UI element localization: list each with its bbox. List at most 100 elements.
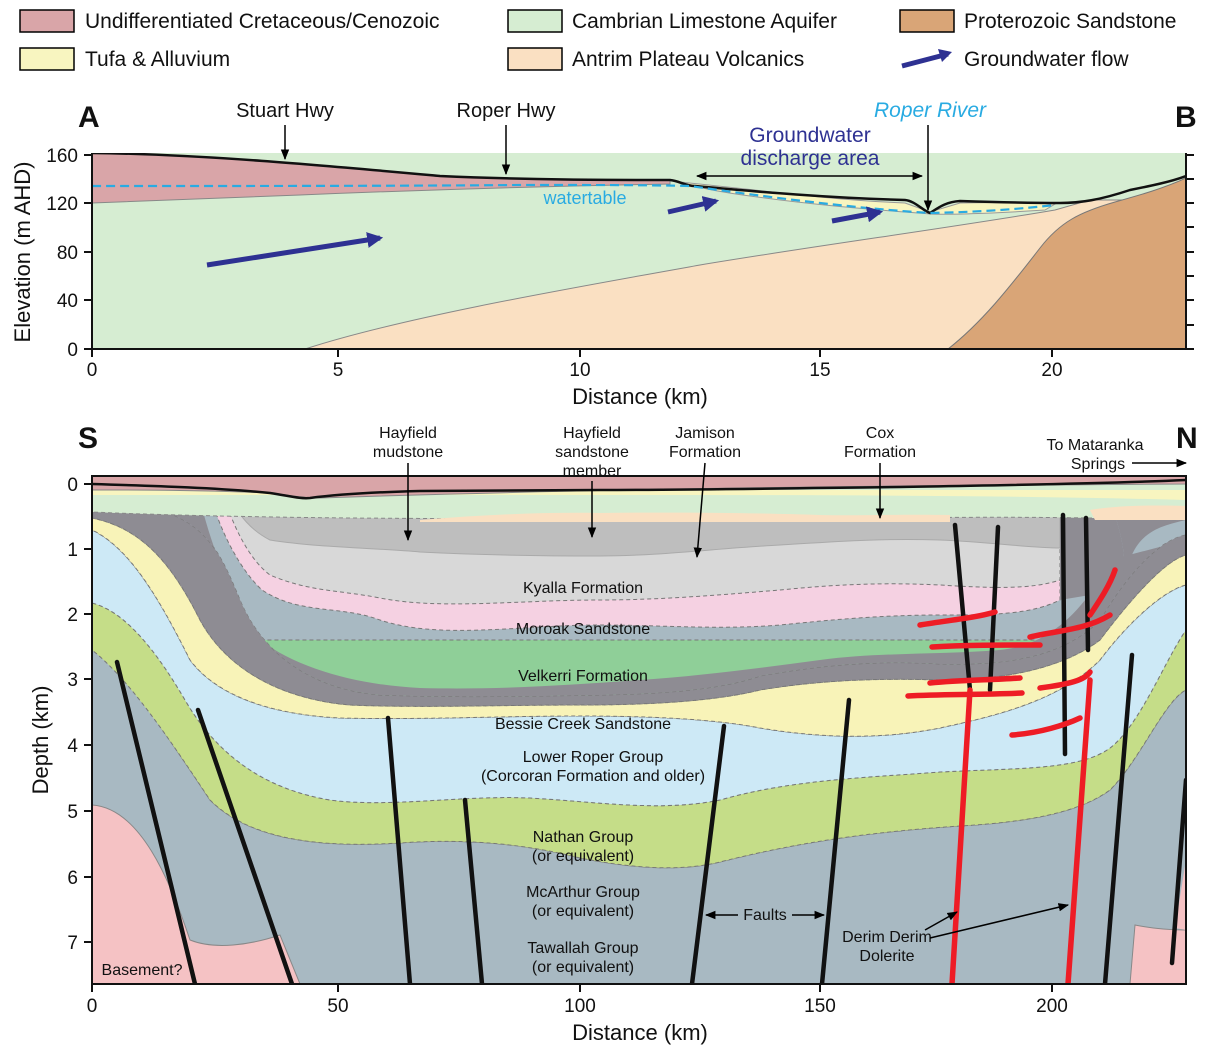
legend-label: Cambrian Limestone Aquifer (572, 10, 837, 33)
legend-swatch (899, 9, 955, 33)
velkerri-formation-layer (1110, 500, 1186, 590)
discharge-area-label: discharge area (741, 147, 880, 170)
basement-layer (1129, 924, 1186, 984)
legend: Undifferentiated Cretaceous/Cenozoic Cam… (19, 9, 1176, 71)
fault-line (689, 723, 727, 984)
dolerite-label: Derim Derim (842, 929, 932, 946)
xtick-label: 0 (87, 360, 98, 381)
tawallah-label: Tawallah Group (527, 940, 638, 957)
panel-a: 0 40 80 120 160 0 5 10 15 20 Distance (k… (10, 99, 1197, 409)
xtick-label: 20 (1041, 360, 1062, 381)
panel-b-geology (92, 476, 1186, 984)
dolerite-sill (929, 642, 1043, 650)
velkerri-formation-layer (92, 500, 1186, 697)
groundwater-flow-arrow (667, 196, 720, 215)
roper-river-label: Roper River (874, 99, 987, 122)
xtick-label: 200 (1036, 996, 1068, 1017)
ytick-label: 4 (67, 736, 78, 757)
legend-item-tufa: Tufa & Alluvium (19, 47, 230, 71)
hayfield-sandstone-label: sandstone (555, 444, 629, 461)
kyalla-label: Kyalla Formation (523, 580, 643, 597)
fault-line (1083, 515, 1091, 653)
xtick-label: 100 (564, 996, 596, 1017)
fault-line (1060, 512, 1068, 757)
panel-b-left-letter: S (78, 422, 98, 455)
roper-hwy-label: Roper Hwy (457, 100, 556, 122)
panel-b: 0 1 2 3 4 5 6 7 0 50 100 150 200 Distanc… (28, 422, 1198, 1045)
ytick-label: 160 (46, 146, 78, 167)
panel-b-ticks (84, 483, 1053, 992)
xtick-label: 50 (327, 996, 348, 1017)
fault-line (385, 715, 413, 984)
legend-swatch (19, 9, 75, 33)
panel-a-yticklabels: 0 40 80 120 160 (46, 146, 78, 361)
velkerri-label: Velkerri Formation (518, 668, 648, 685)
ground-surface-line (92, 478, 1186, 500)
antrim-volcanics-layer (1090, 505, 1186, 520)
ytick-label: 80 (57, 243, 78, 264)
panel-a-ticks (84, 154, 1194, 357)
fault-line (1102, 652, 1135, 984)
jamison-formation-label: Formation (669, 444, 741, 461)
tufa-alluvium-area (679, 181, 1057, 215)
xtick-label: 0 (87, 996, 98, 1017)
arrow-head-icon (938, 49, 952, 62)
panel-b-ylabel: Depth (km) (28, 686, 53, 795)
watertable-label: watertable (542, 188, 626, 208)
panel-a-geology (92, 153, 1186, 349)
legend-swatch (507, 47, 563, 71)
dolerite-sill (917, 609, 998, 628)
basement-label: Basement? (102, 962, 183, 979)
dolerite-sill (905, 690, 1025, 699)
antrim-volcanics-area (304, 199, 1186, 349)
panel-b-layer-labels: Kyalla Formation Moroak Sandstone Velker… (102, 580, 706, 979)
dolerite-pointer (924, 911, 958, 931)
ytick-label: 5 (67, 802, 78, 823)
nathan-label: Nathan Group (533, 829, 634, 846)
ytick-label: 40 (57, 291, 78, 312)
bessie-creek-label: Bessie Creek Sandstone (495, 716, 671, 733)
lower-roper-group-layer (92, 529, 1186, 807)
faults-label: Faults (743, 907, 787, 924)
panel-b-xticklabels: 0 50 100 150 200 (87, 996, 1068, 1017)
dolerite-sill (1027, 612, 1113, 640)
ytick-label: 7 (67, 933, 78, 954)
mcarthur-label: (or equivalent) (532, 903, 634, 920)
nathan-group-layer (92, 602, 1186, 869)
cox-formation-label: Formation (844, 444, 916, 461)
mataranka-springs-label: To Mataranka (1047, 437, 1144, 454)
legend-label: Antrim Plateau Volcanics (572, 48, 804, 71)
panel-b-xlabel: Distance (km) (572, 1020, 708, 1045)
cox-formation-label: Cox (866, 425, 894, 442)
fault-line (195, 707, 295, 984)
dolerite-pointer (929, 903, 1070, 939)
velkerri-formation-layer (92, 499, 1186, 707)
callout-pointers (403, 458, 1188, 559)
ytick-label: 3 (67, 670, 78, 691)
dolerite-sill (927, 675, 1023, 686)
proterozoic-sandstone-area (947, 177, 1186, 349)
xtick-label: 10 (569, 360, 590, 381)
basement-layer (92, 804, 301, 984)
nathan-label: (or equivalent) (532, 848, 634, 865)
derim-derim-dolerite (905, 567, 1118, 984)
panel-b-right-letter: N (1176, 422, 1198, 455)
legend-item-proterozoic: Proterozoic Sandstone (899, 9, 1176, 33)
panel-a-xticklabels: 0 5 10 15 20 (87, 360, 1063, 381)
ytick-label: 120 (46, 194, 78, 215)
dolerite-label: Dolerite (859, 948, 914, 965)
dolerite-dyke (1065, 677, 1093, 984)
legend-item-groundwater-flow: Groundwater flow (901, 48, 1129, 71)
legend-item-antrim: Antrim Plateau Volcanics (507, 47, 804, 71)
legend-item-cambrian: Cambrian Limestone Aquifer (507, 9, 837, 33)
legend-label: Undifferentiated Cretaceous/Cenozoic (85, 10, 440, 33)
fault-line (1169, 777, 1186, 966)
mcarthur-label: McArthur Group (526, 884, 640, 901)
faults (114, 512, 1186, 984)
fault-line (952, 522, 973, 693)
dolerite-sill (1037, 669, 1093, 691)
fault-line (462, 797, 485, 984)
legend-label: Proterozoic Sandstone (964, 10, 1176, 33)
panel-a-ylabel: Elevation (m AHD) (10, 162, 35, 343)
